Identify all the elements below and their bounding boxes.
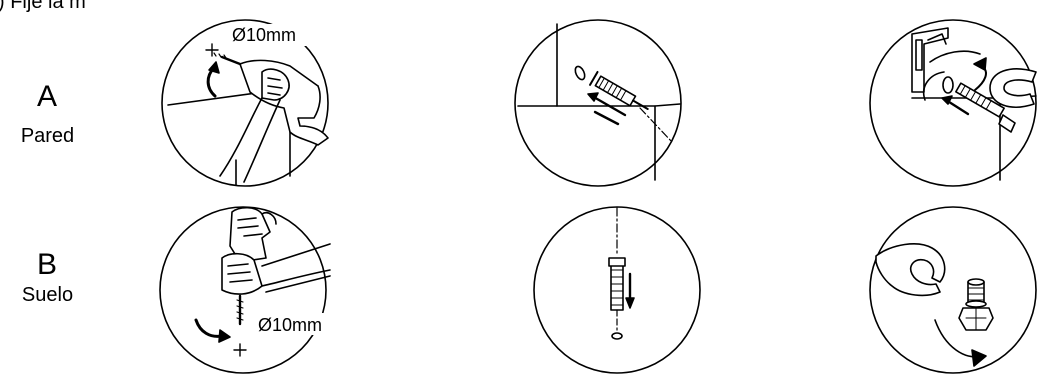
a2-anchor-wall-illustration — [515, 20, 681, 186]
b1-dimension-label: Ø10mm — [258, 316, 322, 334]
b2-anchor-floor-illustration — [534, 207, 700, 373]
b3-tighten-floor-illustration — [870, 207, 1036, 373]
a2-frame — [515, 20, 681, 186]
b1-drill-floor-illustration — [160, 207, 330, 373]
a3-tighten-wall-illustration — [870, 20, 1036, 186]
a1-dimension-label: Ø10mm — [232, 26, 296, 44]
